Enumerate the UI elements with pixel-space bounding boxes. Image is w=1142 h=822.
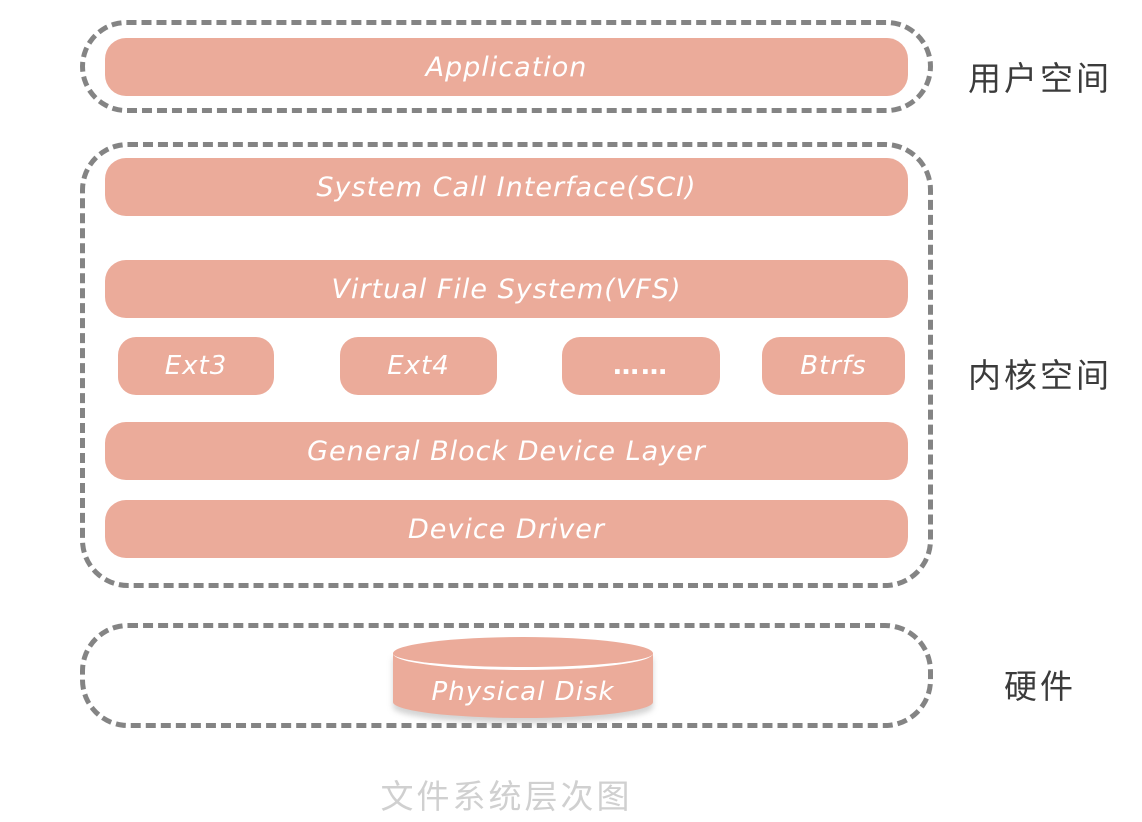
ext3-label: Ext3 [164, 351, 228, 381]
hardware-container: Physical Disk [80, 623, 933, 728]
cylinder-top-ellipse [393, 637, 653, 670]
general-block-device-layer-block: General Block Device Layer [105, 422, 908, 480]
ext4-label: Ext4 [387, 351, 450, 381]
virtual-file-system-block: Virtual File System(VFS) [105, 260, 908, 318]
system-call-interface-label: System Call Interface(SCI) [316, 171, 697, 203]
general-block-device-layer-label: General Block Device Layer [307, 435, 706, 467]
device-driver-label: Device Driver [407, 513, 605, 545]
user-space-container: Application [80, 20, 933, 113]
filesystems-row: Ext3 Ext4 …… Btrfs [105, 337, 908, 395]
user-space-label: 用户空间 [968, 59, 1112, 98]
virtual-file-system-label: Virtual File System(VFS) [331, 273, 682, 305]
application-label: Application [425, 51, 588, 83]
ellipsis-block: …… [562, 337, 720, 395]
physical-disk-cylinder: Physical Disk [393, 637, 653, 718]
diagram-caption: 文件系统层次图 [380, 777, 633, 816]
ext4-block: Ext4 [340, 337, 497, 395]
system-call-interface-block: System Call Interface(SCI) [105, 158, 908, 216]
kernel-space-container: System Call Interface(SCI) Virtual File … [80, 142, 933, 588]
ext3-block: Ext3 [118, 337, 274, 395]
application-block: Application [105, 38, 908, 96]
hardware-label: 硬件 [1004, 667, 1076, 706]
btrfs-label: Btrfs [800, 351, 867, 381]
ellipsis-label: …… [613, 351, 669, 381]
kernel-space-label: 内核空间 [968, 356, 1112, 395]
device-driver-block: Device Driver [105, 500, 908, 558]
physical-disk-label: Physical Disk [431, 676, 615, 707]
btrfs-block: Btrfs [762, 337, 905, 395]
